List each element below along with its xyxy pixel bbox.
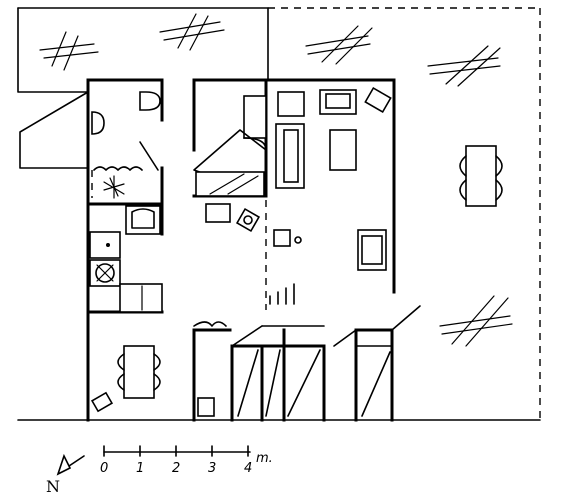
scale-label-2: 2 xyxy=(172,461,180,476)
lawn-hatch-marks xyxy=(39,13,513,347)
plant-pot xyxy=(235,207,261,233)
shower-curtain xyxy=(93,166,143,171)
armchair-1 xyxy=(277,91,305,117)
hatch-1 xyxy=(39,31,99,71)
garden-boundary xyxy=(17,7,541,421)
side-table xyxy=(364,86,392,114)
worktop xyxy=(89,231,121,259)
sink xyxy=(91,111,105,135)
bay-window-left xyxy=(19,91,89,169)
toilet xyxy=(139,91,161,111)
bed xyxy=(195,171,265,197)
chair-rotated xyxy=(90,391,114,413)
north-arrow: N xyxy=(46,453,85,495)
hatch-2 xyxy=(159,13,225,51)
bathroom xyxy=(91,91,161,199)
garden-table xyxy=(459,145,503,207)
scale-label-4: 4 xyxy=(244,461,252,476)
south-wing xyxy=(192,305,421,422)
dining-table xyxy=(123,345,155,399)
scale-unit: m. xyxy=(256,451,273,466)
kitchen-sink xyxy=(125,205,161,235)
counter xyxy=(119,283,163,313)
hatch-4 xyxy=(427,45,501,87)
hatch-3 xyxy=(305,25,373,65)
lamp-table xyxy=(273,229,291,247)
shower-slope xyxy=(139,141,159,171)
scale-label-0: 0 xyxy=(100,461,108,476)
bedroom xyxy=(193,95,267,233)
dining-area xyxy=(90,345,161,413)
stairs xyxy=(269,283,295,305)
living-room xyxy=(265,86,392,310)
coffee-table xyxy=(329,129,357,171)
hatch-5 xyxy=(439,295,513,347)
scale-label-3: 3 xyxy=(208,461,216,476)
wardrobe xyxy=(243,95,267,139)
scale-bar: 0 1 2 3 4 m. xyxy=(100,445,273,476)
shower-drain-icon xyxy=(103,175,125,199)
kitchen xyxy=(89,205,163,313)
bedside-table xyxy=(205,203,231,223)
north-label: N xyxy=(46,477,60,495)
scale-label-1: 1 xyxy=(136,461,144,476)
north-arrow-icon xyxy=(56,453,72,476)
